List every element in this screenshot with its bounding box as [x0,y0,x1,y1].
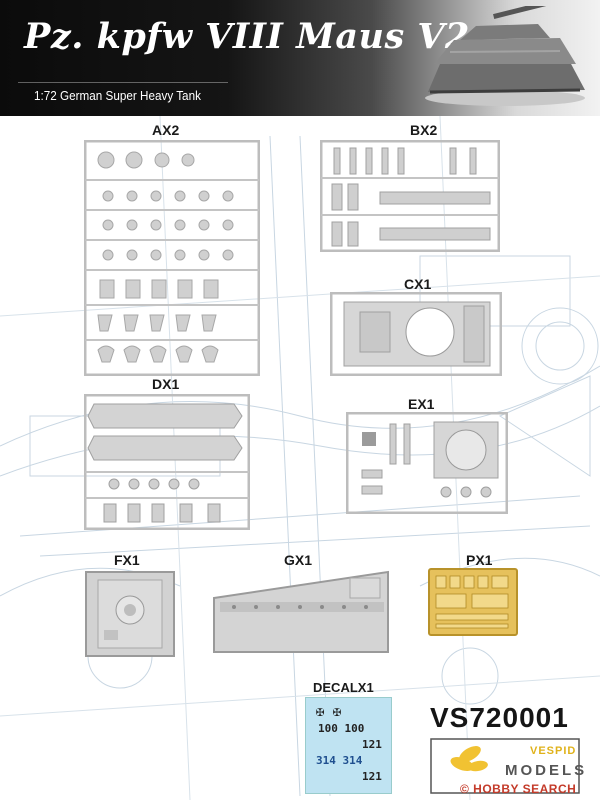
brand-top-text: VESPID [530,745,577,757]
header-banner: Pz. kpfw VIII Maus V2 1:72 German Super … [0,0,600,116]
decal-sheet: ✠ ✠ 100 100 121 314 314 121 [305,697,392,794]
sprue-label-ax2: AX2 [152,122,180,138]
sprue-bx2 [320,140,500,252]
product-title: Pz. kpfw VIII Maus V2 [24,16,470,57]
decal-number-row1: 100 100 [318,722,365,735]
sprue-label-fx1: FX1 [114,552,140,568]
sprue-label-gx1: GX1 [284,552,313,568]
brand-bottom-text: MODELS [505,762,588,779]
decal-number-row2: 121 [362,738,382,751]
sprue-ex1 [346,412,508,514]
photo-etch-px1 [428,568,518,636]
decal-number-row4: 121 [362,770,382,783]
header-divider [18,82,228,83]
tank-photo [425,6,585,106]
sprue-label-bx2: BX2 [410,122,438,138]
decal-cross-icon: ✠ ✠ [316,704,342,720]
sprue-fx1 [85,571,175,657]
product-code: VS720001 [430,702,569,733]
decal-label: DECALX1 [313,680,374,695]
decal-number-row3: 314 314 [316,754,363,767]
sprue-cx1 [330,292,502,376]
sprue-label-ex1: EX1 [408,396,435,412]
sprue-ax2 [84,140,260,376]
product-subtitle: 1:72 German Super Heavy Tank [34,88,201,103]
sprue-gx1 [213,570,389,653]
sprue-label-px1: PX1 [466,552,493,568]
sprue-label-cx1: CX1 [404,276,432,292]
vespid-logo [430,738,580,794]
shop-watermark: © HOBBY SEARCH [460,782,577,796]
sprue-dx1 [84,394,250,530]
sprue-label-dx1: DX1 [152,376,180,392]
